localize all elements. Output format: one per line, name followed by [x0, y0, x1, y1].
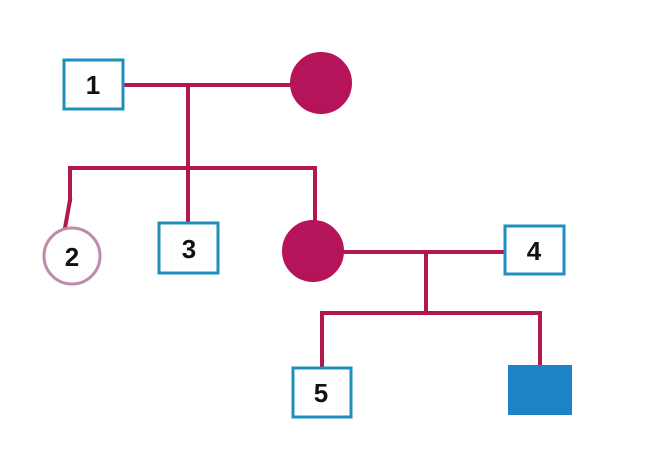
- male-symbol: [157, 221, 220, 275]
- male-symbol: [62, 58, 125, 111]
- connector-lines: [62, 83, 542, 370]
- individual-2: 2: [42, 226, 102, 286]
- individual-5: 5: [291, 366, 353, 419]
- affected-female-symbol: [290, 52, 352, 114]
- individual-gen1-mother: [290, 52, 352, 114]
- individual-label: 3: [182, 234, 196, 264]
- individual-label: 1: [86, 70, 100, 100]
- male-symbol: [291, 366, 353, 419]
- individual-label: 2: [65, 242, 79, 272]
- affected-female-symbol: [282, 220, 344, 282]
- individual-gen3-son: [508, 365, 572, 415]
- individual-label: 5: [314, 378, 328, 408]
- individual-label: 4: [527, 236, 542, 266]
- individual-1: 1: [62, 58, 125, 111]
- individual-gen2-daughter: [282, 220, 344, 282]
- female-symbol: [42, 226, 102, 286]
- drop-diagonal-individual-2: [62, 197, 73, 231]
- individual-4: 4: [503, 224, 566, 276]
- individual-3: 3: [157, 221, 220, 275]
- male-symbol: [503, 224, 566, 276]
- affected-male-symbol: [508, 365, 572, 415]
